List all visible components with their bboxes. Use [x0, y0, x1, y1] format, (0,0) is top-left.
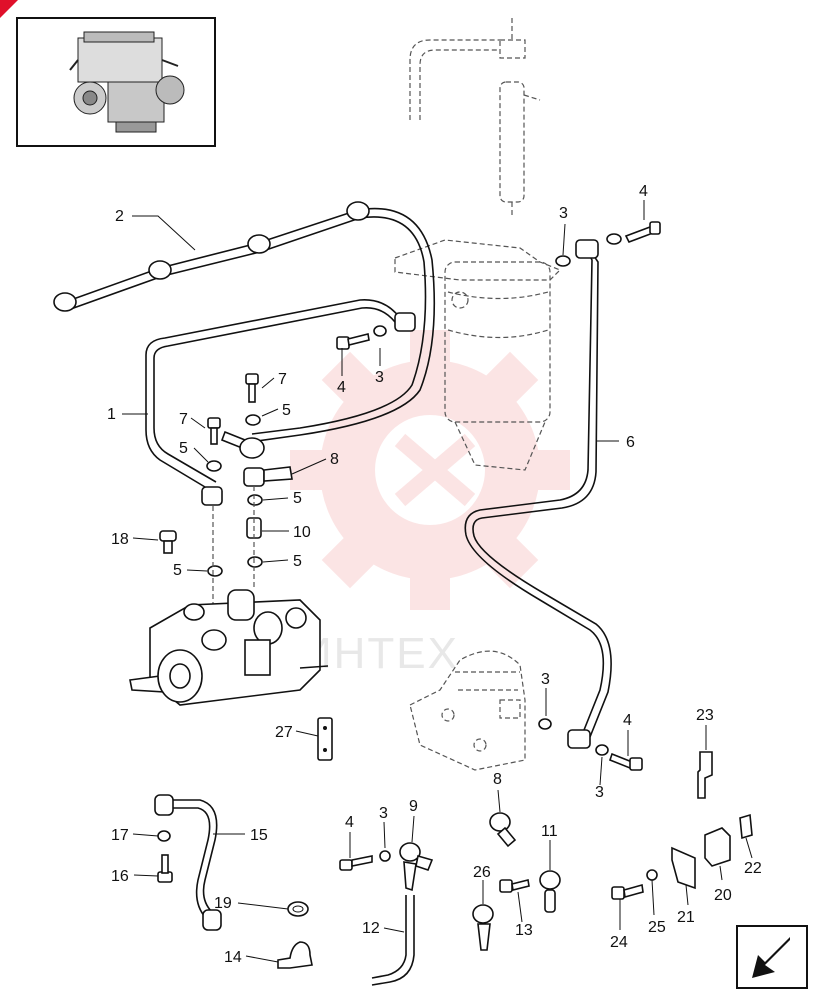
callout-27: 27: [275, 724, 293, 741]
washer-3-right: [606, 233, 622, 245]
callout-17: 17: [111, 827, 129, 844]
plug-18: [159, 530, 177, 554]
engine-icon: [69, 31, 185, 133]
washer-3-lower-right: [595, 744, 609, 756]
callout-21: 21: [677, 909, 695, 926]
nav-arrow-button[interactable]: [736, 925, 808, 989]
callout-13: 13: [515, 922, 533, 939]
callout-4-lower: 4: [623, 712, 632, 729]
callout-12: 12: [362, 920, 380, 937]
callout-3-mid: 3: [375, 369, 384, 386]
callout-23: 23: [696, 707, 714, 724]
callout-5-e: 5: [173, 562, 182, 579]
callout-4-mid: 4: [337, 379, 346, 396]
arrow-left-down-icon: [752, 937, 790, 978]
callout-3-bottom: 3: [379, 805, 388, 822]
fitting-11: [539, 870, 561, 913]
callout-3-top: 3: [559, 205, 568, 222]
callout-20: 20: [714, 887, 732, 904]
bolt-16: [157, 854, 173, 883]
callout-5-b: 5: [179, 440, 188, 457]
callout-3-lower-right: 3: [595, 784, 604, 801]
bolt-13: [499, 879, 530, 893]
bolt-4-mid: [336, 333, 370, 350]
callout-14: 14: [224, 949, 242, 966]
callout-2: 2: [115, 208, 124, 225]
callout-26: 26: [473, 864, 491, 881]
bracket-21: [671, 846, 696, 890]
fitting-9: [399, 842, 434, 892]
bolt-4-top: [624, 221, 661, 244]
callout-5-d: 5: [293, 553, 302, 570]
watermark-text: ИНТЕХ: [300, 629, 459, 678]
callout-16: 16: [111, 868, 129, 885]
part-15-pipe: [154, 794, 222, 931]
callout-labels: 2 1 6 3 4 3 4 7 7 5 5 8 5 10 5 5 18 3 4 …: [107, 183, 762, 966]
leader-lines: [122, 200, 753, 963]
washer-5-e: [207, 565, 223, 577]
bolt-4-lower: [609, 752, 643, 771]
callout-4-bottom: 4: [345, 814, 354, 831]
callout-11: 11: [541, 823, 558, 840]
part-2-leakoff-line[interactable]: [53, 201, 436, 443]
fitting-26: [472, 904, 494, 951]
washer-5-c: [247, 494, 263, 506]
callout-15: 15: [250, 827, 268, 844]
callout-10: 10: [293, 524, 311, 541]
hose-12: [371, 895, 415, 986]
brand-corner-mark: [0, 0, 18, 18]
callout-7-lower: 7: [179, 411, 188, 428]
part-27-plate: [317, 717, 333, 761]
block-20: [704, 827, 731, 867]
callout-25: 25: [648, 919, 666, 936]
bolt-24: [611, 883, 644, 900]
washer-3-mid: [373, 325, 387, 337]
bolt-7-lower: [207, 417, 221, 445]
callout-5-c: 5: [293, 490, 302, 507]
callout-18: 18: [111, 531, 129, 548]
part-1-fuel-pipe[interactable]: [145, 299, 416, 506]
callout-1: 1: [107, 406, 116, 423]
washer-5-b: [206, 460, 222, 472]
part-6-fuel-pipe[interactable]: [464, 239, 612, 749]
clip-14: [277, 941, 313, 969]
feed-pump-ghost: [409, 650, 526, 771]
washer-3-bottom: [379, 850, 391, 862]
washer-3-top: [555, 255, 571, 267]
fitting-8-lower: [489, 812, 517, 848]
washer-25: [646, 869, 658, 881]
watermark-gear: [290, 330, 570, 610]
part-23-bracket: [697, 751, 713, 799]
bolt-7-upper: [245, 373, 259, 403]
washer-5-a: [245, 414, 261, 426]
callout-24: 24: [610, 934, 628, 951]
callout-7-upper: 7: [278, 371, 287, 388]
plate-22: [739, 813, 753, 840]
callout-8-lower: 8: [493, 771, 502, 788]
injector-ghost: [409, 18, 541, 215]
callout-9: 9: [409, 798, 418, 815]
callout-19: 19: [214, 895, 232, 912]
callout-22: 22: [744, 860, 762, 877]
injection-pump-body: [129, 589, 329, 706]
banjo-fitting-top: [220, 430, 265, 459]
callout-3-lower: 3: [541, 671, 550, 688]
bolt-4-bottom: [339, 855, 373, 871]
callout-4-top: 4: [639, 183, 648, 200]
washer-5-d: [247, 556, 263, 568]
washer-3-lower: [538, 718, 552, 730]
callout-8-upper: 8: [330, 451, 339, 468]
callout-6: 6: [626, 434, 635, 451]
fuel-filter-ghost: [394, 239, 562, 471]
washer-17: [157, 830, 171, 842]
callout-5-a: 5: [282, 402, 291, 419]
clamp-19: [287, 901, 309, 917]
fitting-8-upper: [243, 466, 293, 487]
engine-thumbnail[interactable]: [16, 17, 216, 147]
